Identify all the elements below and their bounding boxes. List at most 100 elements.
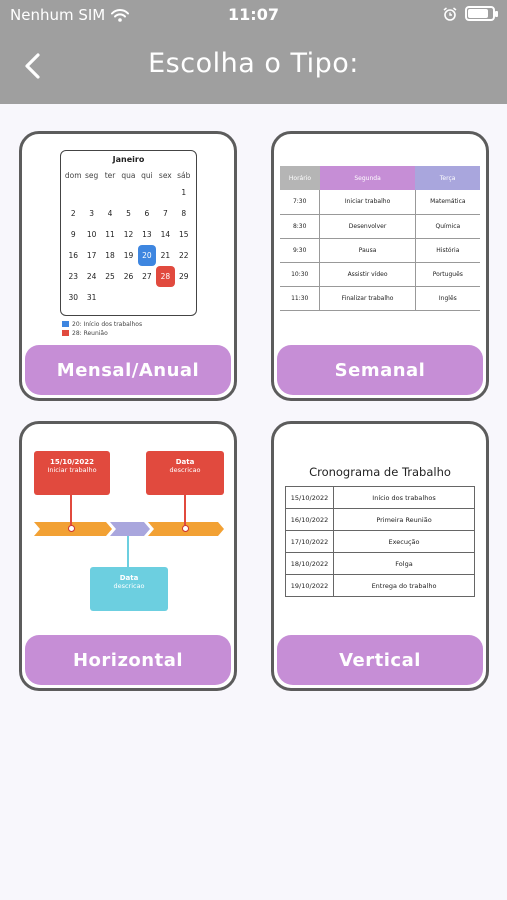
table-cell: Português xyxy=(414,262,480,287)
calendar-empty-cell xyxy=(64,182,82,203)
calendar-day: 3 xyxy=(89,209,95,218)
calendar-day: 15 xyxy=(179,230,189,239)
calendar-empty-cell xyxy=(138,182,156,203)
weekday-label: sex xyxy=(158,170,172,180)
calendar-day: 20 xyxy=(137,245,157,266)
calendar-day: 28 xyxy=(156,266,175,287)
timeline-event-3: Data descricao xyxy=(90,567,168,611)
card-label: Vertical xyxy=(277,635,483,685)
legend-red-label: 28: Reunião xyxy=(72,330,108,337)
calendar-day: 27 xyxy=(142,272,152,281)
card-label: Horizontal xyxy=(25,635,231,685)
calendar-day: 17 xyxy=(86,251,97,260)
calendar-day: 25 xyxy=(105,272,115,281)
table-cell: 15/10/2022 xyxy=(285,486,334,509)
column-header: Horário xyxy=(280,166,320,190)
calendar-day: 2 xyxy=(70,209,76,218)
calendar-day: 22 xyxy=(179,251,189,260)
calendar-day: 23 xyxy=(68,272,78,281)
calendar-month: Janeiro xyxy=(112,155,145,164)
legend-blue-label: 20: Início dos trabalhos xyxy=(72,321,143,328)
calendar-day: 9 xyxy=(70,230,76,239)
table-cell: 18/10/2022 xyxy=(285,552,334,575)
event-date: 15/10/2022 xyxy=(49,458,95,466)
calendar-day: 31 xyxy=(86,293,97,302)
table-cell: Inglês xyxy=(414,286,480,311)
table-cell: Execução xyxy=(333,530,475,553)
wifi-icon xyxy=(111,8,130,22)
table-cell: Primeira Reunião xyxy=(333,508,475,531)
calendar-day: 10 xyxy=(86,230,97,239)
table-cell: Início dos trabalhos xyxy=(333,486,475,509)
calendar-day: 14 xyxy=(160,230,171,239)
timeline-connector xyxy=(127,536,129,568)
table-cell: Assistir vídeo xyxy=(319,262,416,287)
table-cell: Folga xyxy=(333,552,475,575)
calendar-day: 13 xyxy=(142,230,152,239)
column-header: Segunda xyxy=(319,166,416,190)
card-label: Mensal/Anual xyxy=(25,345,231,395)
timeline-event-1: 15/10/2022 Iniciar trabalho xyxy=(34,451,110,495)
table-cell: 19/10/2022 xyxy=(285,574,334,597)
table-cell: Química xyxy=(414,214,480,239)
calendar-empty-cell xyxy=(82,182,100,203)
back-arrow-icon[interactable] xyxy=(18,50,50,82)
calendar-day: 26 xyxy=(123,272,134,281)
status-time: 11:07 xyxy=(228,5,279,24)
battery-icon xyxy=(465,6,498,21)
calendar-day: 5 xyxy=(126,209,131,218)
calendar-empty-cell xyxy=(156,182,174,203)
timeline-arrow-middle xyxy=(110,522,150,536)
card-label: Semanal xyxy=(277,345,483,395)
legend-item: 28: Reunião xyxy=(62,329,142,338)
calendar-day: 8 xyxy=(181,209,187,218)
timeline-event-2: Data descricao xyxy=(146,451,224,495)
app-header: Nenhum SIM 11:07 Escolha o Tipo: xyxy=(0,0,507,104)
calendar-empty-cell xyxy=(119,182,137,203)
event-text: descricao xyxy=(169,466,201,474)
status-right xyxy=(443,6,498,21)
calendar-day: 29 xyxy=(179,272,189,281)
calendar-day: 30 xyxy=(68,293,78,302)
calendar-day: 4 xyxy=(107,209,113,218)
weekday-label: seg xyxy=(84,170,99,180)
timeline-dot xyxy=(181,525,189,532)
weekday-label: sáb xyxy=(177,170,191,180)
weekday-label: ter xyxy=(104,170,116,180)
table-cell: 9:30 xyxy=(280,238,320,263)
table-cell: 10:30 xyxy=(280,262,320,287)
event-text: descricao xyxy=(113,582,145,590)
calendar-day: 16 xyxy=(68,251,78,260)
table-cell: 17/10/2022 xyxy=(285,530,334,553)
timeline-connector xyxy=(70,495,72,525)
calendar-day: 19 xyxy=(123,251,134,260)
calendar-day: 11 xyxy=(105,230,115,239)
calendar-empty-cell xyxy=(101,182,119,203)
table-cell: Matemática xyxy=(414,190,480,215)
table-cell: Pausa xyxy=(319,238,416,263)
calendar-day: 1 xyxy=(181,188,187,197)
calendar-legend: 20: Início dos trabalhos 28: Reunião xyxy=(62,320,142,338)
timeline-connector xyxy=(184,495,186,525)
schedule-title: Cronograma de Trabalho xyxy=(309,465,451,479)
table-cell: História xyxy=(414,238,480,263)
card-horizontal[interactable]: 15/10/2022 Iniciar trabalho Data descric… xyxy=(19,421,237,691)
calendar-day: 6 xyxy=(144,209,150,218)
carrier-label: Nenhum SIM xyxy=(10,6,106,24)
table-cell: Finalizar trabalho xyxy=(319,286,416,311)
